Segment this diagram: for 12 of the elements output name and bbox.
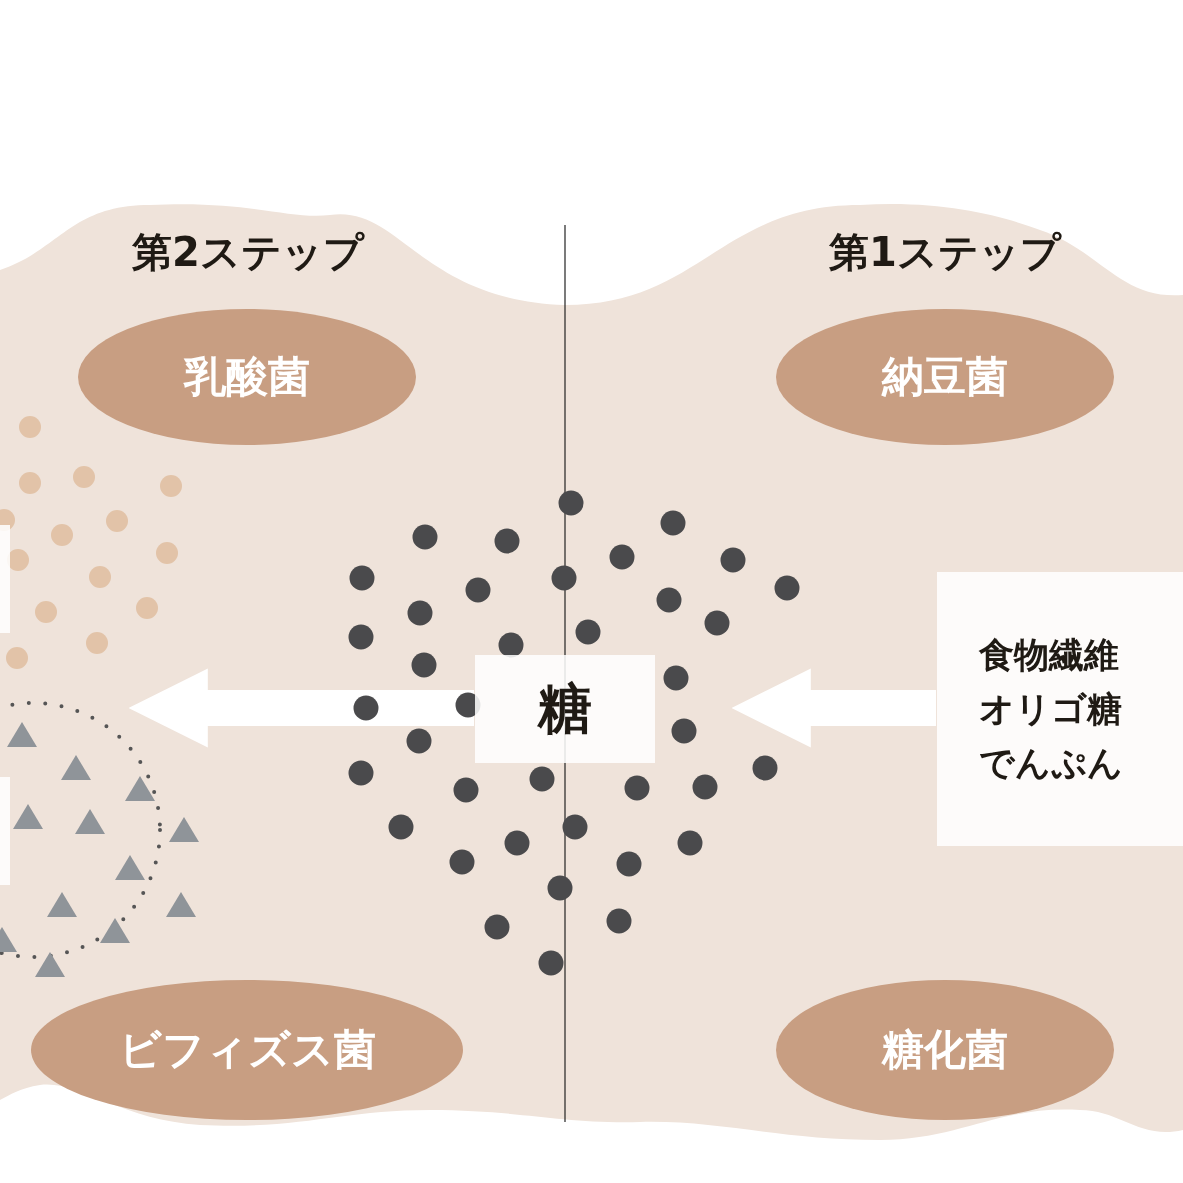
step-heading: 第2ステップ	[132, 227, 364, 277]
bacteria-name: ビフィズス菌	[118, 1024, 376, 1076]
bacteria-name: 納豆菌	[882, 351, 1008, 403]
ingredient-list: 食物繊維オリゴ糖でんぷん	[979, 627, 1137, 791]
text-panel	[937, 572, 1183, 846]
text-panel	[475, 655, 655, 763]
sugar-label: 糖	[538, 676, 592, 742]
block-arrow	[731, 668, 936, 748]
block-arrow	[128, 668, 474, 748]
step-heading: 第1ステップ	[829, 227, 1061, 277]
bacteria-name: 糖化菌	[882, 1024, 1008, 1076]
bacteria-name: 乳酸菌	[184, 351, 310, 403]
